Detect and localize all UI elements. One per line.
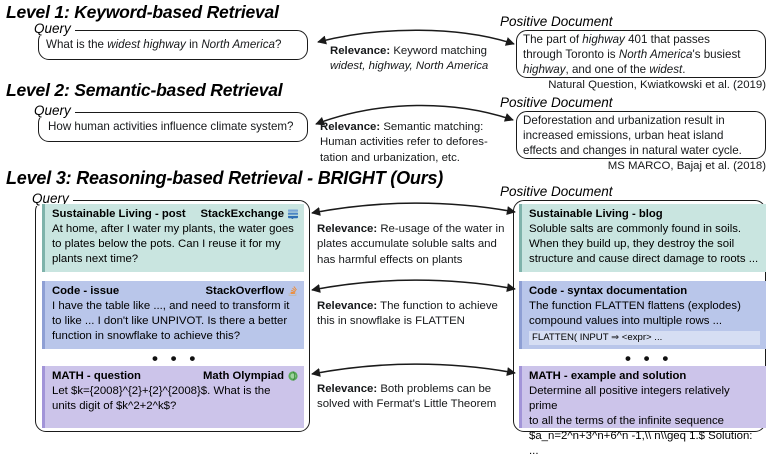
level-2-relevance: Relevance: Semantic matching: Human acti… xyxy=(320,120,505,166)
relevance-text-2: The function to achieve this in snowflak… xyxy=(317,300,498,328)
level-2-title: Level 2: Semantic-based Retrieval xyxy=(6,80,283,100)
document-card-title: MATH - example and solution xyxy=(529,370,687,382)
level-2-caption: MS MARCO, Bajaj et al. (2018) xyxy=(607,160,766,172)
document-card-title: Sustainable Living - blog xyxy=(529,208,663,220)
level-3-document-legend: Positive Document xyxy=(496,185,617,199)
level-2-document-legend: Positive Document xyxy=(496,96,617,110)
level-2-relevance-text: Semantic matching: Human activities refe… xyxy=(320,121,488,164)
level-1-document-panel xyxy=(516,30,766,78)
level-2-query-legend: Query xyxy=(30,104,75,118)
document-card-math-solution[interactable]: MATH - example and solution Determine al… xyxy=(519,366,766,457)
figure-root: Level 1: Keyword-based Retrieval Query W… xyxy=(6,2,766,457)
level-1-document-legend: Positive Document xyxy=(496,15,617,29)
query-card-code-issue[interactable]: Code - issue StackOverflow I have the ta… xyxy=(42,281,304,349)
document-card-header: Code - syntax documentation xyxy=(529,284,760,298)
relevance-label-2: Relevance: xyxy=(317,300,378,312)
level-2-query-panel xyxy=(38,112,308,142)
level-3-relevance-3: Relevance: Both problems can be solved w… xyxy=(317,382,507,413)
level-1-relevance-text: Keyword matching widest, highway, North … xyxy=(330,45,489,73)
level-3-relevance-1: Relevance: Re-usage of the water in plat… xyxy=(317,222,507,268)
relevance-text-3: Both problems can be solved with Fermat'… xyxy=(317,383,497,411)
level-2-document-panel xyxy=(516,111,766,159)
query-card-source: StackOverflow xyxy=(205,285,284,297)
document-card-body: The function FLATTEN flattens (explodes)… xyxy=(529,300,741,327)
query-card-body: Let $k={2008}^{2}+{2}^{2008}$. What is t… xyxy=(52,385,271,412)
level-1-title: Level 1: Keyword-based Retrieval xyxy=(6,2,279,22)
level-2-document-text: Deforestation and urbanization result in… xyxy=(523,114,742,158)
arrow-level-1 xyxy=(317,29,515,46)
query-card-title: MATH - question xyxy=(52,370,141,382)
level-2-query-text: How human activities influence climate s… xyxy=(48,120,294,133)
level-2-relevance-label: Relevance: xyxy=(320,121,381,133)
relevance-text-1: Re-usage of the water in plates accumula… xyxy=(317,223,505,266)
document-ellipsis: • • • xyxy=(625,349,673,368)
query-card-title: Sustainable Living - post xyxy=(52,208,186,220)
query-card-source: Math Olympiad xyxy=(203,370,284,382)
document-card-body: Soluble salts are commonly found in soil… xyxy=(529,223,759,265)
arrow-level-3-pair-1 xyxy=(311,202,516,216)
query-card-title: Code - issue xyxy=(52,285,120,297)
level-1-caption: Natural Question, Kwiatkowski et al. (20… xyxy=(548,79,766,91)
query-ellipsis: • • • xyxy=(152,349,200,368)
level-1-query-panel xyxy=(38,30,308,60)
document-card-code-snippet: FLATTEN( INPUT ⇒ <expr> ... xyxy=(529,331,760,345)
document-card-title: Code - syntax documentation xyxy=(529,285,688,297)
level-3-title: Level 3: Reasoning-based Retrieval - BRI… xyxy=(6,168,444,188)
level-1-relevance-label: Relevance: xyxy=(330,45,391,57)
level-3-query-legend: Query xyxy=(28,192,73,206)
query-card-header: Code - issue StackOverflow xyxy=(52,284,298,298)
document-card-header: Sustainable Living - blog xyxy=(529,207,760,221)
stackoverflow-icon xyxy=(288,286,298,296)
query-card-header: Sustainable Living - post StackExchange xyxy=(52,207,298,221)
level-3-relevance-2: Relevance: The function to achieve this … xyxy=(317,299,507,330)
query-card-sustainable-living[interactable]: Sustainable Living - post StackExchange … xyxy=(42,204,304,272)
document-card-header: MATH - example and solution xyxy=(529,369,760,383)
document-card-code-docs[interactable]: Code - syntax documentation The function… xyxy=(519,281,766,349)
query-card-body: At home, after I water my plants, the wa… xyxy=(52,223,294,265)
arrow-level-3-pair-3 xyxy=(311,363,516,377)
arrow-level-3-pair-2 xyxy=(311,279,516,293)
math-olympiad-icon xyxy=(288,371,298,381)
relevance-label-3: Relevance: xyxy=(317,383,378,395)
query-card-math-question[interactable]: MATH - question Math Olympiad Let $k={20… xyxy=(42,366,304,428)
query-card-body: I have the table like ..., and need to t… xyxy=(52,300,290,342)
relevance-label-1: Relevance: xyxy=(317,223,378,235)
level-1-document-text: The part of highway 401 that passes thro… xyxy=(523,33,741,77)
level-1-query-legend: Query xyxy=(30,22,75,36)
query-card-source: StackExchange xyxy=(200,208,284,220)
level-1-relevance: Relevance: Keyword matching widest, high… xyxy=(330,44,505,75)
query-card-header: MATH - question Math Olympiad xyxy=(52,369,298,383)
document-card-sustainable-living[interactable]: Sustainable Living - blog Soluble salts … xyxy=(519,204,766,272)
stackexchange-icon xyxy=(288,209,298,220)
document-card-body: Determine all positive integers relative… xyxy=(529,385,753,457)
level-1-query-text: What is the widest highway in North Amer… xyxy=(46,38,282,51)
